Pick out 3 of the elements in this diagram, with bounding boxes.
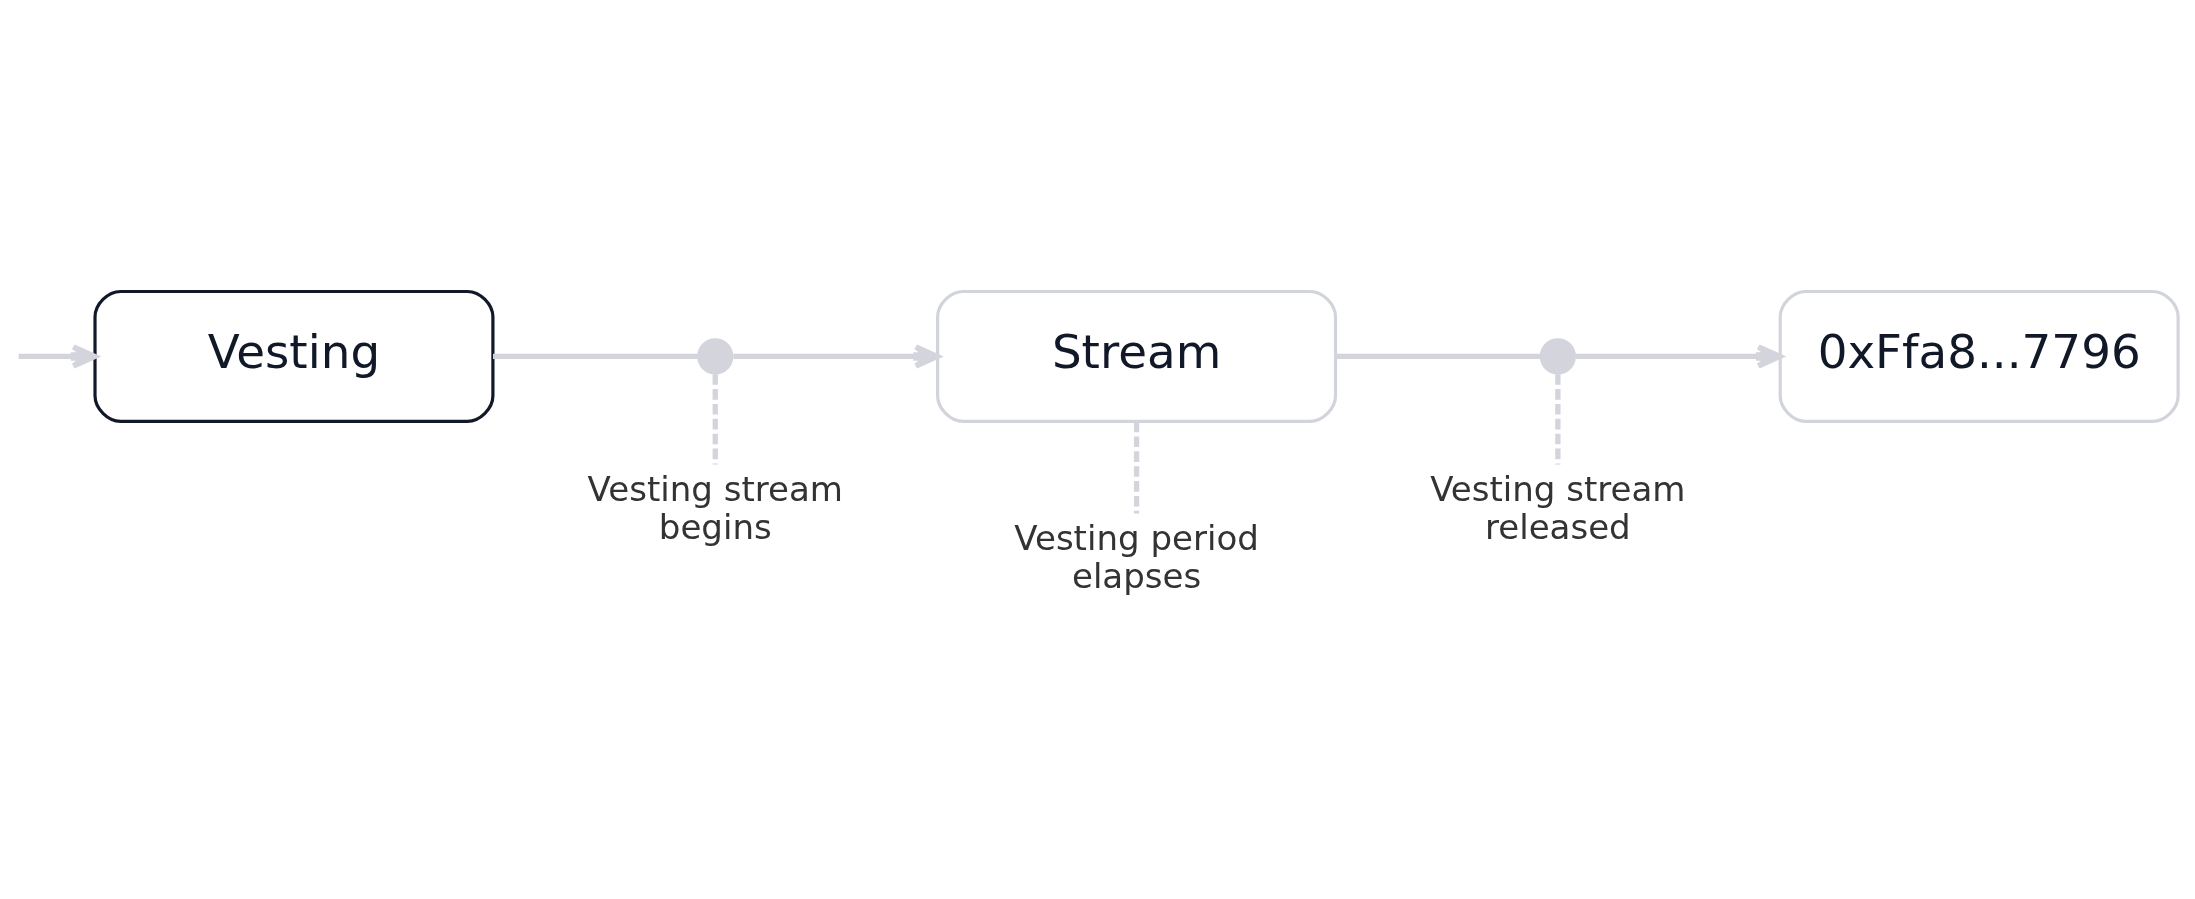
- node-text: Vesting period elapses: [1014, 517, 1259, 596]
- node-text: Vesting stream released: [1430, 468, 1686, 547]
- node-text: Vesting stream begins: [587, 468, 843, 547]
